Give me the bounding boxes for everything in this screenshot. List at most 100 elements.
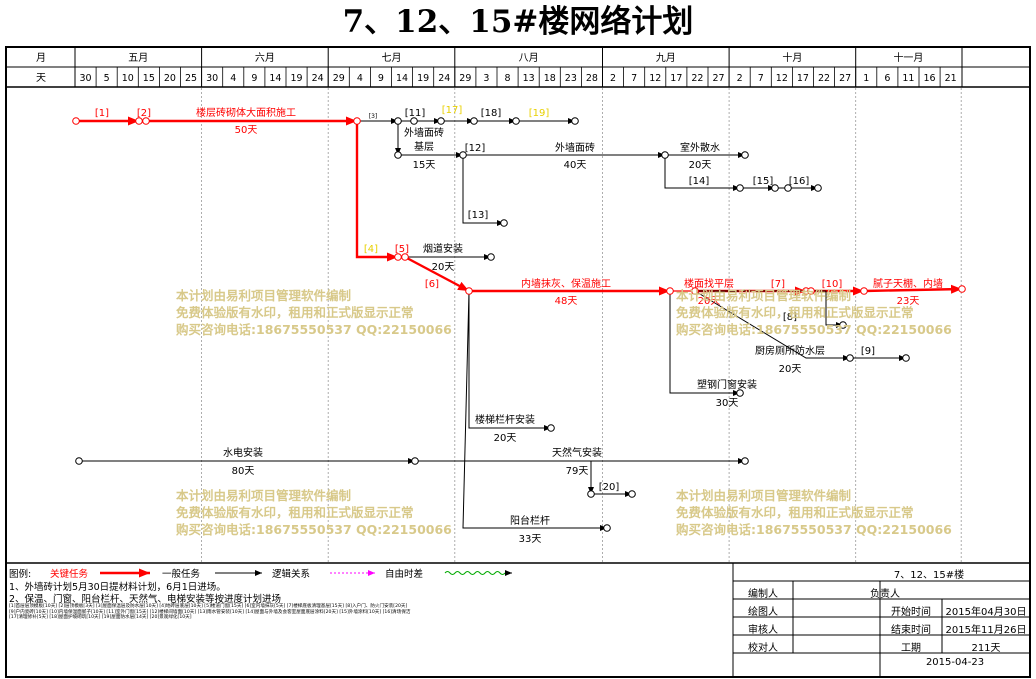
day-label: 4 xyxy=(230,73,236,84)
task-label-t-plaster: 48天 xyxy=(555,296,578,307)
network-node xyxy=(771,184,779,192)
watermark-line1: 本计划由易利项目管理软件编制 xyxy=(176,488,352,503)
day-label: 9 xyxy=(251,73,257,84)
day-label: 3 xyxy=(483,73,489,84)
info-editor-label: 编制人 xyxy=(748,589,778,600)
day-label: 19 xyxy=(291,73,303,84)
network-node xyxy=(470,117,478,125)
day-label: 2 xyxy=(610,73,616,84)
day-label: 21 xyxy=(945,73,957,84)
day-label: 14 xyxy=(396,73,408,84)
network-node xyxy=(807,287,815,295)
watermark: 本计划由易利项目管理软件编制 免费体验版有水印，租用和正式版显示正常 购买咨询电… xyxy=(176,487,452,538)
network-node xyxy=(691,287,699,295)
task-label-t-flue: 20天 xyxy=(432,262,455,273)
task-label-t-putty: 腻子天棚、内墙 xyxy=(873,277,943,290)
network-node xyxy=(75,457,83,465)
critical-task-arrow xyxy=(863,284,963,294)
task-label-t-masonry: 50天 xyxy=(235,125,258,136)
legend-critical-label: 关键任务 xyxy=(50,569,89,580)
task-label-t-waterproof: 20天 xyxy=(779,364,802,375)
day-label: 19 xyxy=(417,73,429,84)
network-node xyxy=(902,354,910,362)
task-label-t-wall-base: 外墙面砖 xyxy=(404,126,444,139)
info-duration-value: 211天 xyxy=(971,643,1001,654)
legend-freefloat-wave xyxy=(444,571,506,575)
network-node xyxy=(353,117,361,125)
watermark-line3: 购买咨询电话:18675550537 QQ:22150066 xyxy=(176,322,452,337)
info-responsible-label: 负责人 xyxy=(870,589,900,600)
critical-task-arrow xyxy=(404,255,470,293)
task-label-t-wall-tile: 外墙面砖 xyxy=(555,141,595,154)
day-label: 16 xyxy=(924,73,936,84)
task-label-t-putty: 23天 xyxy=(897,296,920,307)
network-node xyxy=(394,117,402,125)
task-arrow xyxy=(462,290,607,531)
day-label: 22 xyxy=(818,73,830,84)
info-project-name: 7、12、15#楼 xyxy=(893,570,965,581)
task-key-line: [9]户内瓷砖[10天] [10]内墙保温面腻子[10天] [11]室外门窗[1… xyxy=(9,609,411,615)
month-label: 七月 xyxy=(382,52,402,64)
task-label-t-wall-base: 15天 xyxy=(413,160,436,171)
task-label-t2: [2] xyxy=(137,108,151,119)
task-label-t3: [3] xyxy=(369,113,378,120)
task-label-t19: [19] xyxy=(529,108,550,119)
month-label: 十月 xyxy=(782,51,802,64)
network-node xyxy=(603,524,611,532)
month-label: 九月 xyxy=(656,52,676,64)
info-checker-label: 校对人 xyxy=(748,643,778,654)
day-label: 18 xyxy=(544,73,556,84)
day-label: 11 xyxy=(902,73,914,84)
network-node xyxy=(465,287,473,295)
task-label-t-gas: 79天 xyxy=(566,466,589,477)
task-key-line: [1]首层层顶模板[10天] [2]层顶模板[3天] [3]屋面保温层及防水层[… xyxy=(9,604,408,609)
task-arrow xyxy=(357,120,401,155)
network-node xyxy=(736,389,744,397)
info-duration-label: 工期 xyxy=(901,643,921,654)
task-label-t14: [14] xyxy=(689,176,710,187)
task-label-t5: [5] xyxy=(395,244,409,255)
day-label: 29 xyxy=(333,73,345,84)
task-label-t-outdoor: 室外散水 xyxy=(680,141,720,154)
task-key-line: [17]清理修补[5天] [18]屋面护坡砌筑[10天] [19]屋面防水层[1… xyxy=(9,615,192,620)
task-label-t17: [17] xyxy=(442,105,463,116)
month-label: 六月 xyxy=(255,52,275,64)
network-node xyxy=(571,117,579,125)
task-label-t-masonry: 楼层砖砌体大面积施工 xyxy=(196,106,296,119)
legend-graphics xyxy=(100,568,512,578)
task-label-t-gas: 天然气安装 xyxy=(552,446,602,459)
month-label: 八月 xyxy=(519,52,539,64)
watermark-line1: 本计划由易利项目管理软件编制 xyxy=(676,288,852,303)
task-label-t-balcony: 33天 xyxy=(519,534,542,545)
month-row-label: 月 xyxy=(36,52,46,64)
network-node xyxy=(661,151,669,159)
network-node xyxy=(410,117,418,125)
network-node xyxy=(741,457,749,465)
legend-logic-label: 逻辑关系 xyxy=(272,569,311,580)
watermark: 本计划由易利项目管理软件编制 免费体验版有水印，租用和正式版显示正常 购买咨询电… xyxy=(676,287,952,338)
day-label: 30 xyxy=(206,73,218,84)
start-node xyxy=(72,117,80,125)
day-label: 12 xyxy=(776,73,788,84)
day-label: 10 xyxy=(122,73,134,84)
day-row-label: 天 xyxy=(36,73,46,84)
network-node xyxy=(437,117,445,125)
network-node xyxy=(814,184,822,192)
network-edges xyxy=(76,116,963,531)
task-label-t-railing: 楼梯栏杆安装 xyxy=(475,413,535,426)
task-label-t-windows: 30天 xyxy=(716,398,739,409)
info-table-grid xyxy=(732,563,1030,677)
task-label-t-leveling: 楼面找平层 xyxy=(684,277,734,290)
network-node xyxy=(512,117,520,125)
task-label-t10: [10] xyxy=(822,279,843,290)
network-node xyxy=(411,457,419,465)
network-node xyxy=(487,253,495,261)
watermark: 本计划由易利项目管理软件编制 免费体验版有水印，租用和正式版显示正常 购买咨询电… xyxy=(676,487,952,538)
task-arrow xyxy=(664,155,740,191)
task-label-t6: [6] xyxy=(425,279,439,290)
watermark-line2: 免费体验版有水印，租用和正式版显示正常 xyxy=(676,505,914,520)
day-label: 27 xyxy=(713,73,725,84)
day-label: 25 xyxy=(185,73,197,84)
